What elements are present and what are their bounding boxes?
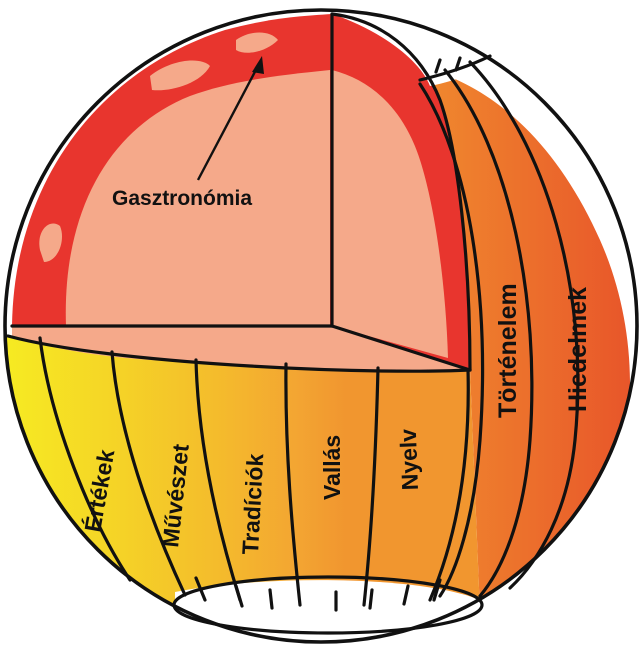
segment-label-nyelv: Nyelv: [395, 428, 423, 490]
south-tick: [370, 590, 372, 608]
segment-label-tradiciok: Tradíciók: [237, 453, 268, 555]
segment-label-hiedelmek: Hiedelmek: [564, 287, 592, 412]
core-label: Gasztronómia: [112, 187, 252, 210]
segment-label-vallas: Vallás: [319, 435, 345, 500]
segment-label-tortenelem: Történelem: [494, 283, 522, 418]
south-tick: [270, 590, 272, 608]
